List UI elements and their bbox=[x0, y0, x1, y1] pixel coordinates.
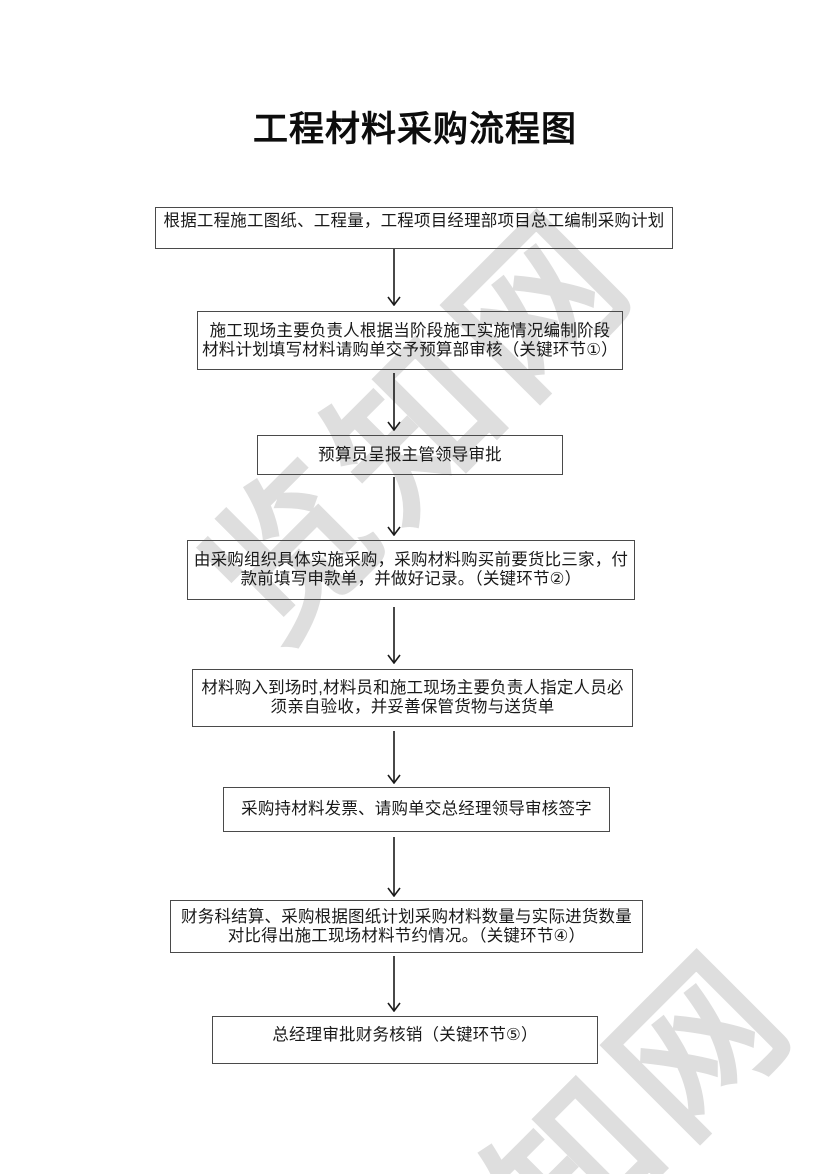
down-arrow bbox=[387, 956, 401, 1012]
flow-step-1-text: 根据工程施工图纸、工程量，工程项目经理部项目总工编制采购计划 bbox=[163, 212, 665, 230]
page-title: 工程材料采购流程图 bbox=[252, 110, 577, 149]
flow-step-1: 根据工程施工图纸、工程量，工程项目经理部项目总工编制采购计划 bbox=[155, 207, 673, 249]
down-arrow bbox=[387, 477, 401, 536]
flow-step-5-text: 材料购入到场时,材料员和施工现场主要负责人指定人员必 须亲自验收，并妥善保管货物… bbox=[201, 679, 624, 716]
down-arrow bbox=[387, 731, 401, 784]
flow-step-4-text: 由采购组织具体实施采购，采购材料购买前要货比三家，付 款前填写申款单，并做好记录… bbox=[193, 551, 629, 588]
flow-step-7: 财务科结算、采购根据图纸计划采购材料数量与实际进货数量 对比得出施工现场材料节约… bbox=[170, 900, 643, 953]
flow-step-5: 材料购入到场时,材料员和施工现场主要负责人指定人员必 须亲自验收，并妥善保管货物… bbox=[192, 669, 633, 727]
flow-step-3-text: 预算员呈报主管领导审批 bbox=[318, 445, 502, 464]
flow-step-3: 预算员呈报主管领导审批 bbox=[257, 435, 563, 475]
down-arrow bbox=[387, 837, 401, 897]
flow-step-7-text: 财务科结算、采购根据图纸计划采购材料数量与实际进货数量 对比得出施工现场材料节约… bbox=[181, 907, 632, 945]
down-arrow bbox=[387, 249, 401, 306]
flow-step-2: 施工现场主要负责人根据当阶段施工实施情况编制阶段 材料计划填写材料请购单交予预算… bbox=[197, 311, 623, 370]
flow-step-2-text: 施工现场主要负责人根据当阶段施工实施情况编制阶段 材料计划填写材料请购单交予预算… bbox=[202, 321, 618, 359]
flow-step-4: 由采购组织具体实施采购，采购材料购买前要货比三家，付 款前填写申款单，并做好记录… bbox=[187, 540, 635, 600]
flow-step-8-text: 总经理审批财务核销（关键环节⑤） bbox=[272, 1025, 538, 1044]
flow-step-6: 采购持材料发票、请购单交总经理领导审核签字 bbox=[223, 787, 610, 832]
flow-step-6-text: 采购持材料发票、请购单交总经理领导审核签字 bbox=[241, 800, 592, 818]
flow-step-8: 总经理审批财务核销（关键环节⑤） bbox=[212, 1016, 598, 1064]
down-arrow bbox=[387, 607, 401, 664]
down-arrow bbox=[387, 373, 401, 431]
